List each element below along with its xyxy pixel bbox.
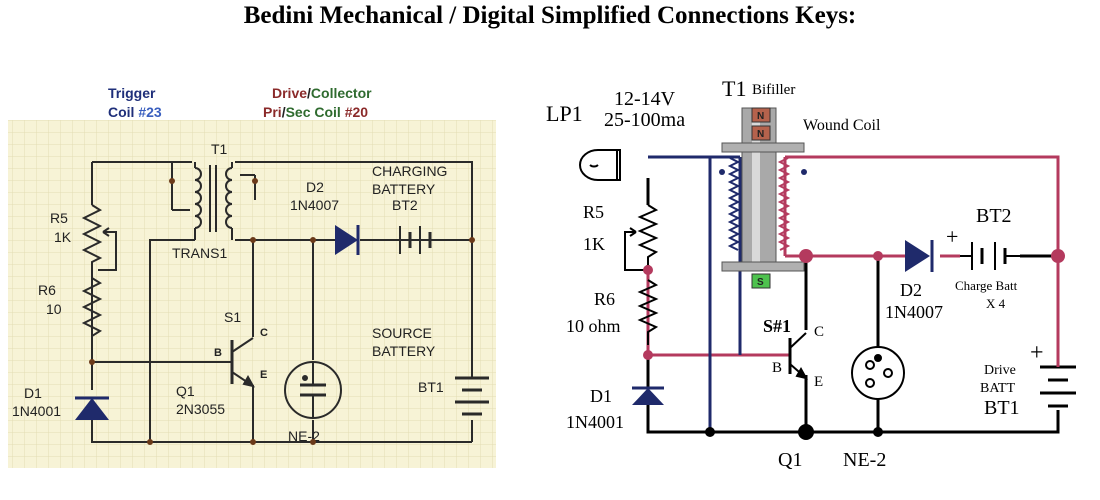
bt1-label: BT1 bbox=[418, 379, 444, 395]
magnet-n-bottom: N bbox=[757, 129, 764, 140]
d2-label: D2 bbox=[306, 179, 324, 195]
d2-value: 1N4007 bbox=[290, 197, 339, 213]
voltage-label: 12-14V bbox=[614, 88, 676, 110]
charging-label: CHARGING bbox=[372, 163, 447, 179]
bt1-source-battery bbox=[455, 376, 489, 416]
magnet-s: S bbox=[757, 277, 764, 288]
wound-coil-label: Wound Coil bbox=[803, 117, 881, 134]
r5-value: 1K bbox=[54, 229, 72, 245]
ne2-neon-right bbox=[851, 346, 905, 400]
bt2-label-right: BT2 bbox=[976, 205, 1012, 227]
s1-label: S1 bbox=[224, 309, 241, 325]
q1-label: Q1 bbox=[176, 383, 195, 399]
charge-batt-label: Charge Batt bbox=[955, 278, 1018, 293]
base-pin-label: B bbox=[214, 347, 222, 359]
navy-trigger-wires bbox=[648, 155, 742, 432]
r5-potentiometer bbox=[81, 204, 117, 271]
t1-label-right: T1 bbox=[722, 76, 746, 101]
r6-value: 10 bbox=[46, 301, 62, 317]
bt2-charge-battery-right bbox=[960, 242, 1020, 270]
collector-pin-label: C bbox=[260, 327, 268, 339]
bt1-drive-battery-right bbox=[1040, 356, 1076, 408]
magnet-n-top: N bbox=[757, 111, 764, 122]
header-pri-sec-coil: Pri/Sec Coil #20 bbox=[263, 104, 368, 120]
bt1-label-right: BT1 bbox=[984, 397, 1020, 419]
charge-batt-qty: X 4 bbox=[986, 296, 1006, 311]
trans1-transformer bbox=[194, 162, 233, 240]
r5-label: R5 bbox=[50, 210, 68, 226]
emitter-pin-label: E bbox=[260, 369, 267, 381]
r6-label: R6 bbox=[38, 282, 56, 298]
ne2-neon-lamp bbox=[284, 361, 342, 419]
lp1-label: LP1 bbox=[546, 101, 583, 126]
right-junctions bbox=[643, 249, 1065, 440]
bt1-plus: + bbox=[1030, 340, 1044, 366]
r5-potentiometer-right bbox=[624, 204, 659, 271]
emitter-pin-right: E bbox=[814, 374, 823, 390]
bt2-label: BT2 bbox=[392, 197, 418, 213]
diagram-title: Bedini Mechanical / Digital Simplified C… bbox=[243, 2, 857, 29]
r6-resistor-right bbox=[637, 279, 659, 345]
trans1-label: TRANS1 bbox=[172, 245, 227, 261]
d1-value: 1N4001 bbox=[12, 403, 61, 419]
collector-pin-right: C bbox=[814, 324, 824, 340]
s1-label-right: S#1 bbox=[763, 316, 791, 336]
header-trigger: Trigger bbox=[108, 85, 156, 101]
batt-label: BATT bbox=[980, 381, 1015, 396]
d2-value-right: 1N4007 bbox=[885, 302, 943, 322]
left-wires bbox=[91, 161, 473, 443]
drive-label: Drive bbox=[984, 363, 1016, 378]
r5-value-right: 1K bbox=[583, 234, 605, 254]
header-coil-23: Coil #23 bbox=[108, 104, 162, 120]
bifiller-label: Bifiller bbox=[752, 82, 795, 98]
header-drive-collector: Drive/Collector bbox=[272, 85, 372, 101]
left-junctions bbox=[89, 178, 475, 445]
q1-value: 2N3055 bbox=[176, 401, 225, 417]
d1-value-right: 1N4001 bbox=[566, 412, 624, 432]
right-schematic: LP1 12-14V 25-100ma T1 Bifiller Wound Co… bbox=[546, 76, 1076, 471]
r6-value-right: 10 ohm bbox=[566, 316, 621, 336]
d1-label-right: D1 bbox=[590, 386, 612, 406]
t1-label: T1 bbox=[211, 141, 228, 157]
d1-diode bbox=[75, 396, 109, 420]
r6-label-right: R6 bbox=[594, 289, 615, 309]
bt2-plus: + bbox=[946, 224, 958, 249]
bt2-charging-battery bbox=[399, 226, 432, 254]
d2-label-right: D2 bbox=[900, 280, 922, 300]
base-pin-right: B bbox=[772, 360, 782, 376]
battery-label-top: BATTERY bbox=[372, 181, 436, 197]
ne2-label-right: NE-2 bbox=[843, 449, 886, 471]
d2-diode-right bbox=[905, 240, 934, 272]
current-label: 25-100ma bbox=[604, 109, 685, 131]
left-schematic: Trigger Coil #23 Drive/Collector Pri/Sec… bbox=[8, 85, 496, 468]
t1-coil-assembly bbox=[719, 107, 807, 289]
d2-diode bbox=[335, 225, 360, 255]
d1-diode-right bbox=[632, 386, 664, 405]
source-label: SOURCE bbox=[372, 325, 432, 341]
red-drive-wires bbox=[646, 155, 1060, 357]
r6-resistor bbox=[81, 277, 103, 345]
d1-label: D1 bbox=[24, 385, 42, 401]
q1-label-right: Q1 bbox=[778, 449, 802, 471]
lp1-bulb bbox=[579, 149, 621, 181]
r5-label-right: R5 bbox=[583, 202, 604, 222]
s1-transistor-right bbox=[788, 332, 808, 380]
q1-transistor bbox=[230, 337, 255, 388]
battery-label-bottom: BATTERY bbox=[372, 343, 436, 359]
